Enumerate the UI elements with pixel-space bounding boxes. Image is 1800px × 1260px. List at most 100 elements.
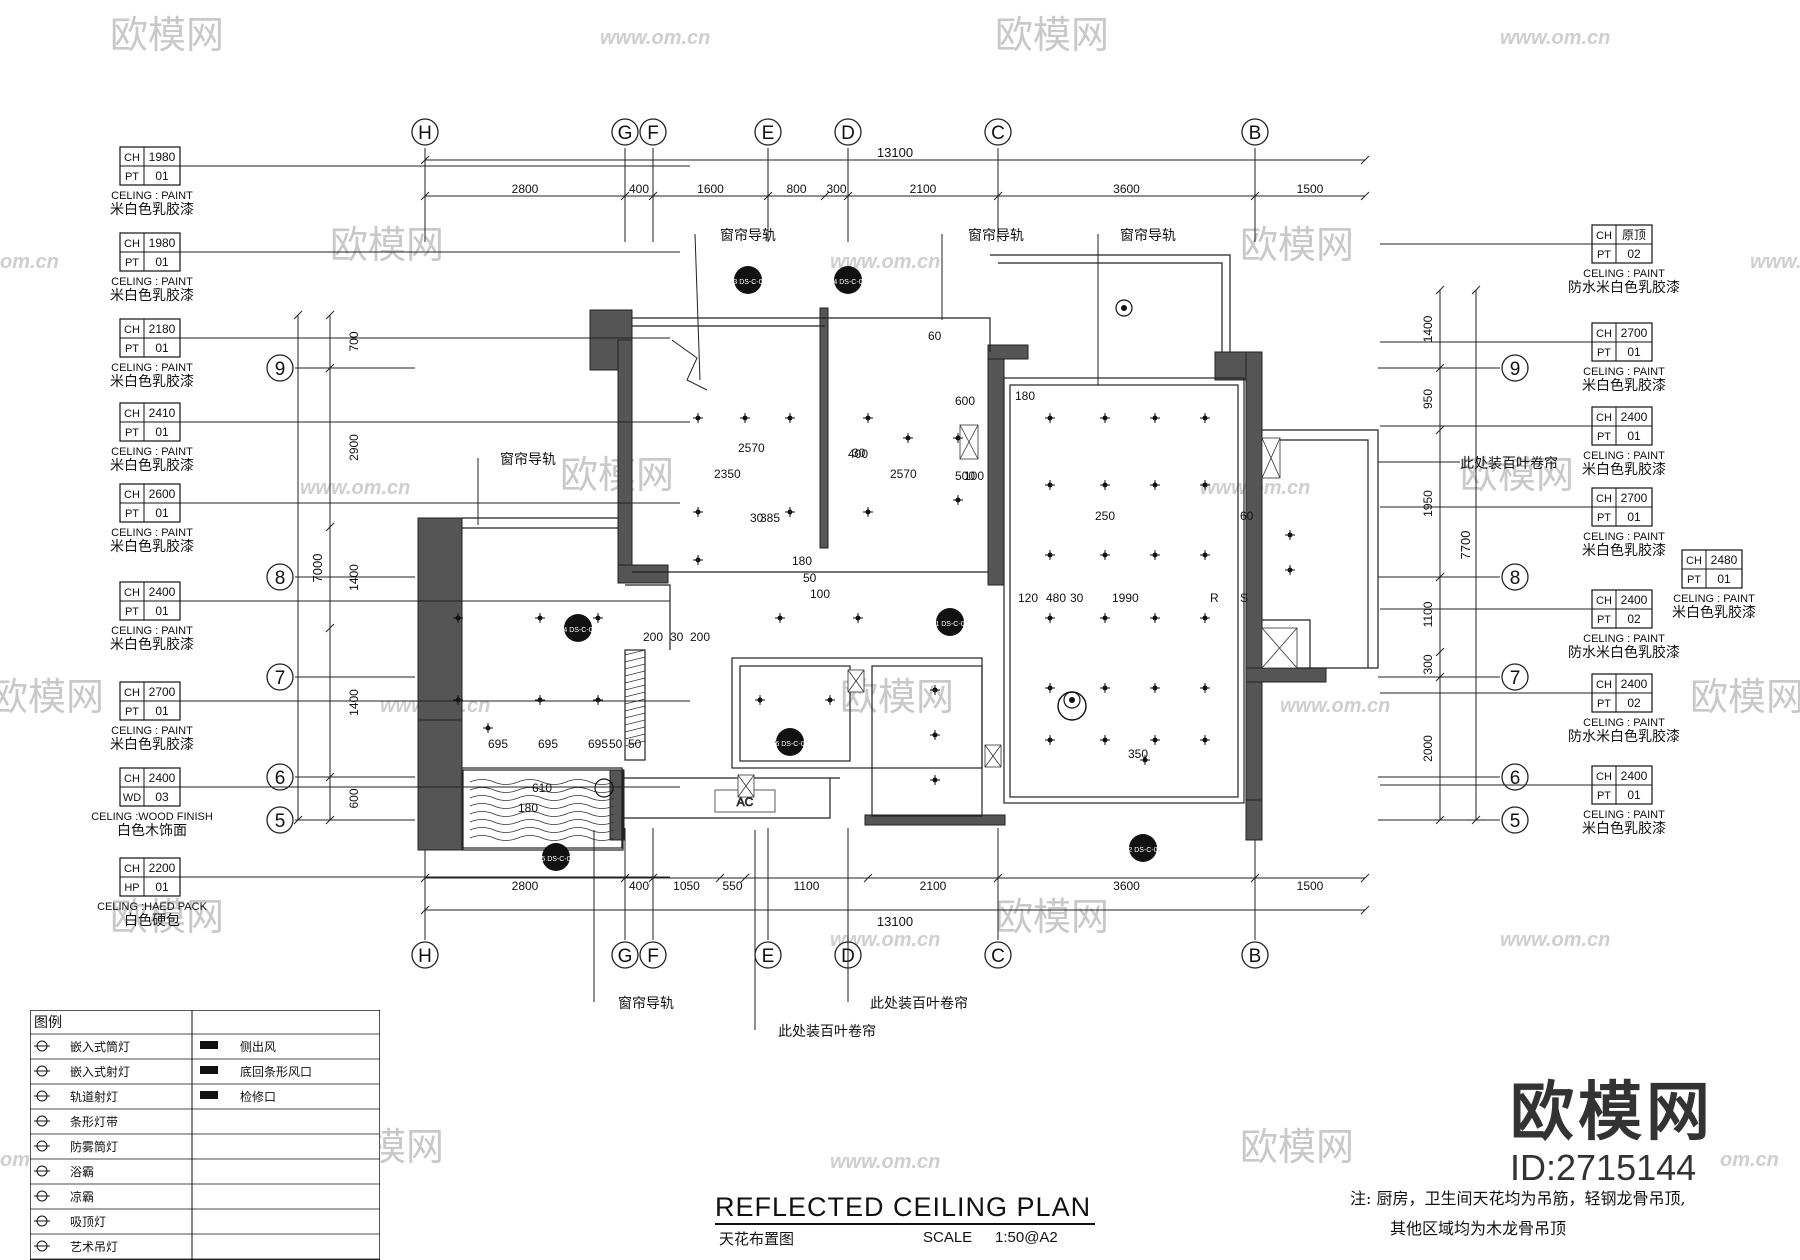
inner-dim: 180 [1015, 389, 1035, 403]
watermark-url: www.om.cn [1280, 695, 1390, 717]
legend-item-left: 防雾筒灯 [70, 1139, 118, 1154]
dimension-lines [293, 155, 1481, 915]
tag-code-label: PT [1597, 698, 1611, 710]
inner-dim: 100 [810, 587, 830, 601]
watermark-brand: 欧模网 [330, 223, 444, 267]
dim-bottom-seg: 400 [629, 879, 649, 893]
note-prefix: 注: [1350, 1189, 1372, 1208]
inner-dim: 60 [928, 329, 942, 343]
grid-label-E: E [762, 123, 775, 144]
inner-dim: 250 [1095, 509, 1115, 523]
callout-label: 窗帘导轨 [618, 995, 674, 1012]
tag-code-value: 01 [155, 604, 169, 618]
tag-material-cn: 米白色乳胶漆 [1582, 377, 1666, 394]
tag-ch-value: 2600 [149, 487, 176, 501]
tag-ch-value: 2400 [1621, 677, 1648, 691]
tag-ch-value: 2400 [1621, 769, 1648, 783]
tag-material-en: CELING : PAINT [1583, 268, 1665, 280]
tag-ch-label: CH [1596, 679, 1612, 691]
section-mark: 05 DS-C-01 [538, 856, 575, 863]
drawing-subtitle: 天花布置图 [719, 1230, 795, 1248]
tag-ch-value: 1980 [149, 150, 176, 164]
inner-dim: 180 [792, 554, 812, 568]
inner-dim: 100 [964, 469, 984, 483]
dim-left-seg: 700 [347, 331, 361, 351]
dim-top-total: 13100 [877, 145, 913, 160]
grid-label-row-8: 8 [1510, 568, 1521, 589]
tag-code-label: PT [125, 171, 139, 183]
tag-code-value: 01 [155, 506, 169, 520]
watermark-url: www.om.cn [1750, 251, 1800, 273]
inner-dim: 2570 [890, 467, 917, 481]
tag-material-en: CELING : PAINT [1673, 593, 1755, 605]
tag-code-label: PT [1597, 249, 1611, 261]
grid-label-F: F [647, 946, 659, 967]
watermark-brand: 欧模网 [1690, 675, 1800, 719]
watermark-url: www.om.cn [300, 477, 410, 499]
tag-ch-label: CH [1686, 555, 1702, 567]
inner-dim: 50 [803, 571, 817, 585]
dim-bottom-seg: 2100 [920, 879, 947, 893]
watermark-url-short: om.cn [0, 251, 59, 273]
tag-material-cn: 防水米白色乳胶漆 [1568, 644, 1680, 661]
tag-ch-value: 2700 [149, 685, 176, 699]
legend-item-right: 检修口 [240, 1089, 276, 1104]
tag-ch-value: 1980 [149, 236, 176, 250]
tag-material-cn: 米白色乳胶漆 [110, 201, 194, 218]
tag-ch-value: 2400 [1621, 410, 1648, 424]
tag-material-en: CELING : PAINT [111, 625, 193, 637]
tag-material-en: CELING :HAED PACK [97, 901, 207, 913]
grid-bubble-D [834, 118, 862, 146]
tag-material-cn: 米白色乳胶漆 [110, 373, 194, 390]
tag-material-cn: 米白色乳胶漆 [110, 457, 194, 474]
tag-code-value: 01 [155, 169, 169, 183]
scale-label: SCALE [923, 1229, 973, 1246]
grid-bubble-F [639, 941, 667, 969]
tag-material-en: CELING : PAINT [111, 190, 193, 202]
dim-left-total: 7000 [310, 554, 325, 583]
section-mark: 06 DS-C-01 [772, 741, 809, 748]
legend-item-left: 轨道射灯 [70, 1089, 118, 1104]
section-mark: 04 DS-C-02 [830, 279, 867, 286]
grid-label-row-8: 8 [275, 568, 286, 589]
walls [417, 307, 1327, 851]
dim-top-seg: 300 [826, 182, 846, 196]
tag-code-label: PT [1597, 347, 1611, 359]
watermark-brand: 欧模网 [995, 895, 1109, 939]
tag-code-value: 01 [1627, 788, 1641, 802]
tag-ch-value: 2400 [149, 585, 176, 599]
tag-ch-value: 2480 [1711, 553, 1738, 567]
inner-dim: 200 [690, 630, 710, 644]
grid-bubble-G [611, 118, 639, 146]
legend-item-left: 嵌入式射灯 [70, 1064, 130, 1079]
tag-ch-label: CH [1596, 771, 1612, 783]
watermark-layer: 欧模网欧模网欧模网欧模网欧模网欧模网欧模网欧模网欧模网欧模网欧模网欧模网欧模网w… [0, 13, 1800, 1173]
tag-code-value: 01 [155, 704, 169, 718]
tag-material-en: CELING : PAINT [111, 362, 193, 374]
dim-bottom-total: 13100 [877, 914, 913, 929]
grid-label-H: H [418, 946, 432, 967]
grid-bubble-E [754, 118, 782, 146]
tag-code-label: HP [124, 882, 139, 894]
tag-material-cn: 米白色乳胶漆 [1582, 542, 1666, 559]
tag-code-value: 02 [1627, 696, 1641, 710]
inner-dim: 50 [609, 737, 623, 751]
tag-material-cn: 米白色乳胶漆 [110, 736, 194, 753]
tag-code-label: WD [123, 792, 141, 804]
grid-bubble-row-5 [266, 806, 294, 834]
dim-bottom-seg: 550 [722, 879, 742, 893]
watermark-brand: 欧模网 [0, 675, 104, 719]
tag-material-cn: 米白色乳胶漆 [110, 636, 194, 653]
grid-label-row-9: 9 [275, 359, 286, 380]
watermark-brand: 欧模网 [995, 13, 1109, 57]
inner-dim: 180 [518, 801, 538, 815]
grid-bubble-B [1241, 941, 1269, 969]
